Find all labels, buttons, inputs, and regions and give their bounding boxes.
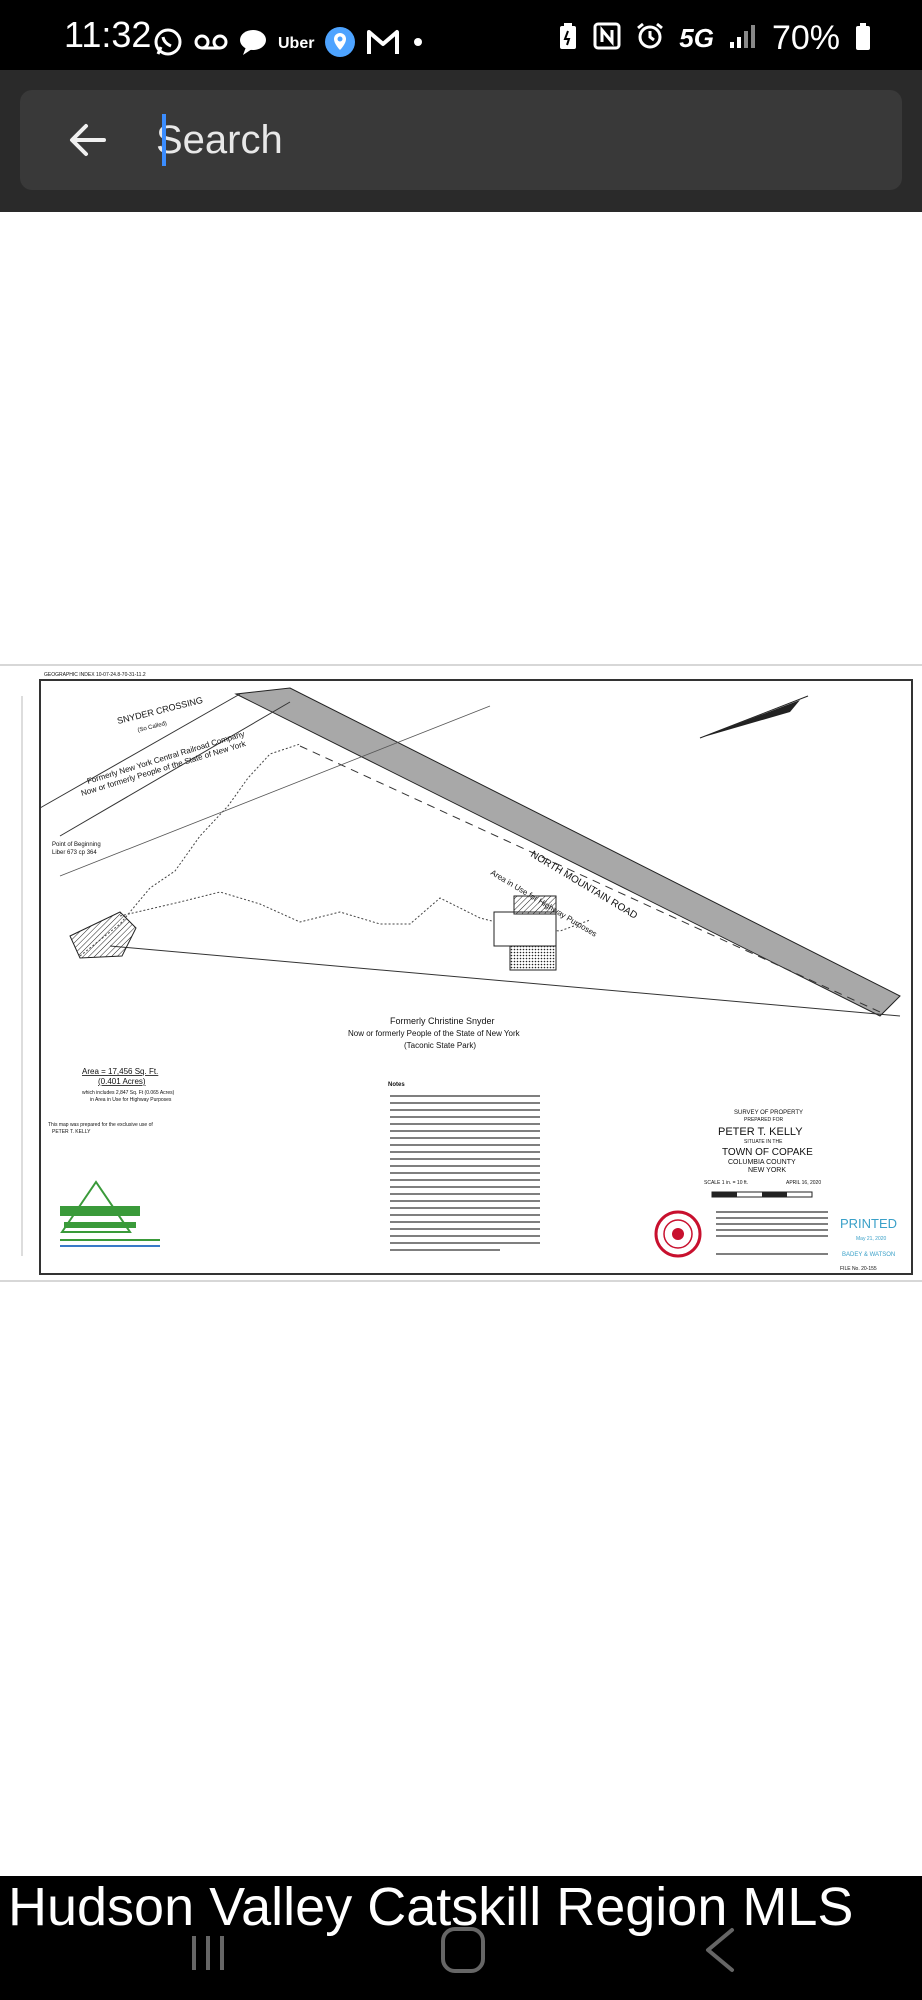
recent-apps-icon[interactable] — [186, 1930, 230, 1974]
nfc-icon — [593, 22, 621, 55]
south-line — [109, 945, 901, 1017]
survey-drawing: GEOGRAPHIC INDEX 10-07-24.8-70-31-11.2 N… — [21, 672, 913, 1275]
north-arrow — [699, 695, 809, 739]
title-state: NEW YORK — [748, 1167, 786, 1174]
search-input[interactable] — [156, 108, 856, 172]
geographic-index: GEOGRAPHIC INDEX 10-07-24.8-70-31-11.2 — [44, 672, 146, 678]
uber-label: Uber — [278, 35, 315, 52]
area-acres: (0.401 Acres) — [98, 1077, 146, 1086]
whatsapp-icon — [152, 26, 184, 63]
alarm-icon — [635, 21, 665, 56]
certification-text — [716, 1211, 828, 1255]
mls-caption: Hudson Valley Catskill Region MLS — [8, 1877, 854, 1937]
property-boundary-north — [79, 743, 301, 957]
title-date: APRIL 16, 2020 — [786, 1180, 821, 1186]
search-box[interactable] — [20, 90, 902, 190]
area-includes: which includes 2,847 Sq. Ft (0.065 Acres… — [82, 1090, 175, 1096]
title-situate: SITUATE IN THE — [744, 1139, 783, 1145]
network-type: 5G — [679, 22, 714, 53]
status-time: 11:32 — [64, 14, 152, 55]
surveyor-logo — [60, 1180, 160, 1247]
notes-title: Notes — [388, 1082, 405, 1088]
notification-icons: Uber — [152, 26, 426, 62]
west-tip — [69, 911, 137, 959]
railroad-owner-label: Now or formerly People of the State of N… — [80, 739, 248, 798]
title-town: TOWN OF COPAKE — [722, 1147, 813, 1158]
chat-icon — [238, 27, 268, 62]
beginning-label: Point of Beginning — [52, 842, 101, 848]
road-band — [234, 687, 901, 1017]
dot-icon — [410, 34, 426, 55]
system-status: 5G 70% — [557, 20, 872, 56]
area-highway: in Area in Use for Highway Purposes — [90, 1097, 172, 1103]
title-survey: SURVEY OF PROPERTY — [734, 1110, 803, 1116]
area-sqft: Area = 17,456 Sq. Ft. — [82, 1067, 158, 1076]
home-icon[interactable] — [440, 1926, 486, 1974]
signal-icon — [728, 22, 758, 55]
title-county: COLUMBIA COUNTY — [728, 1159, 796, 1166]
beginning-ref-label: Liber 673 cp 364 — [52, 850, 97, 856]
location-icon — [324, 26, 356, 63]
survey-map-image[interactable]: GEOGRAPHIC INDEX 10-07-24.8-70-31-11.2 N… — [0, 664, 922, 1282]
prepared-note: This map was prepared for the exclusive … — [48, 1122, 153, 1128]
nav-back-icon[interactable] — [700, 1926, 740, 1974]
battery-saver-icon — [557, 21, 579, 56]
printed-date: May 21, 2020 — [856, 1236, 887, 1242]
gmail-icon — [366, 28, 400, 61]
south-owner-1: Formerly Christine Snyder — [390, 1016, 495, 1026]
railroad-label: Formerly New York Central Railroad Compa… — [86, 729, 246, 786]
text-cursor — [162, 114, 166, 166]
scale-bar — [711, 1191, 813, 1198]
printed-stamp: PRINTED — [840, 1216, 897, 1231]
south-owner-2: Now or formerly People of the State of N… — [348, 1029, 521, 1038]
notes-text — [390, 1095, 540, 1251]
surveyor-seal — [654, 1210, 702, 1258]
file-number: FILE No. 20-155 — [840, 1266, 877, 1272]
back-arrow-icon[interactable] — [60, 112, 116, 168]
title-prepared: PREPARED FOR — [744, 1117, 783, 1123]
building — [493, 911, 557, 947]
crossing-sub-label: (So Called) — [137, 721, 168, 734]
voicemail-icon — [194, 31, 228, 58]
prepared-name: PETER T. KELLY — [52, 1129, 91, 1135]
south-owner-3: (Taconic State Park) — [404, 1041, 476, 1050]
title-owner: PETER T. KELLY — [718, 1126, 803, 1138]
footer-nav: Hudson Valley Catskill Region MLS — [0, 1876, 922, 2000]
crossing-label: SNYDER CROSSING — [116, 695, 204, 726]
battery-percent: 70% — [771, 19, 840, 57]
search-toolbar — [0, 70, 922, 212]
title-scale: SCALE 1 in. = 10 ft. — [704, 1180, 748, 1186]
firm-name: BADEY & WATSON — [842, 1252, 895, 1258]
status-bar: 11:32 Uber 5G — [0, 0, 922, 70]
battery-icon — [854, 21, 872, 56]
